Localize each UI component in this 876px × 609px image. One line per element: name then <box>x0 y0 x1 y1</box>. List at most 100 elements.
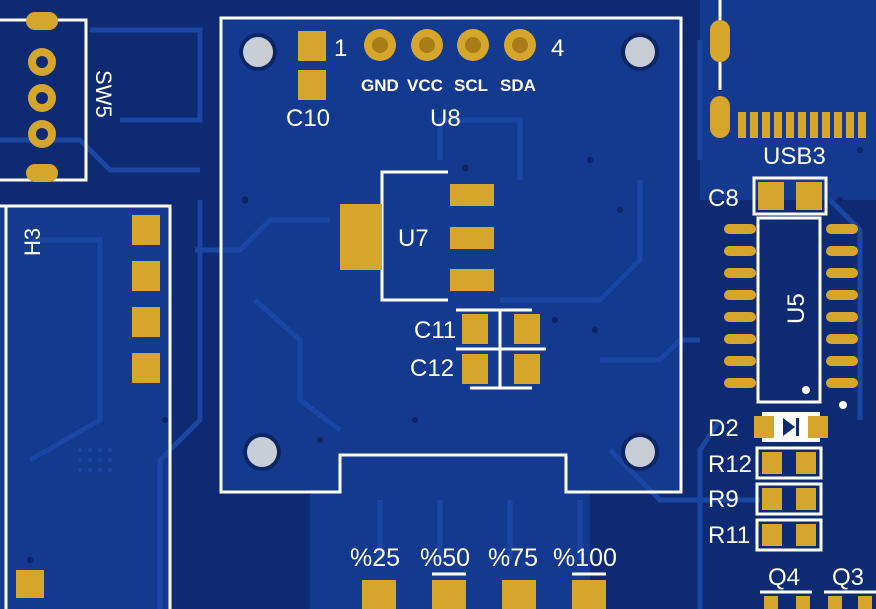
mounting-hole <box>625 37 655 67</box>
u5-pin <box>724 334 756 344</box>
q3-label: Q3 <box>832 564 864 591</box>
gnd-label: GND <box>361 76 399 95</box>
r9-pad <box>796 488 816 510</box>
u7-label: U7 <box>398 225 429 252</box>
usb3-pin <box>786 112 794 138</box>
c8-pad <box>796 182 822 210</box>
r11-outline <box>755 518 823 552</box>
resistor-array: R12 R9 R11 <box>708 446 823 552</box>
u5-pin <box>724 356 756 366</box>
vias <box>27 147 863 563</box>
r9-pad <box>762 488 782 510</box>
usb3-pin <box>822 112 830 138</box>
u5-pin <box>724 268 756 278</box>
via <box>162 417 168 423</box>
via <box>88 468 92 472</box>
sw5-pad-hole <box>36 92 48 104</box>
via <box>461 164 469 172</box>
u5-label: U5 <box>783 293 810 324</box>
r11-label: R11 <box>708 522 750 549</box>
usb3-pin <box>774 112 782 138</box>
d2-pad <box>754 416 774 438</box>
usb3-pin <box>750 112 758 138</box>
trace <box>90 27 203 123</box>
h3-pad <box>132 261 160 291</box>
via <box>241 196 249 204</box>
h3-pad <box>16 570 44 598</box>
r11-pad <box>762 524 782 546</box>
via <box>78 448 82 452</box>
pin-hole <box>372 37 388 53</box>
usb3-pin <box>798 112 806 138</box>
pin4-label: 4 <box>551 35 564 62</box>
usb3-pin <box>834 112 842 138</box>
c12-pad <box>462 354 488 384</box>
sw5-pad <box>26 12 58 30</box>
c12-label: C12 <box>410 355 454 382</box>
vcc-label: VCC <box>407 76 443 95</box>
u5-pin <box>826 312 858 322</box>
u7-pin-pad <box>450 227 494 249</box>
pin-hole <box>512 37 528 53</box>
led-pad <box>572 580 606 609</box>
u5-right-pins <box>826 224 858 388</box>
via <box>108 468 112 472</box>
q4-label: Q4 <box>768 564 800 591</box>
diode-symbol-icon <box>783 418 795 436</box>
via <box>617 207 623 213</box>
via <box>592 327 598 333</box>
u5-pin <box>826 356 858 366</box>
via <box>317 437 323 443</box>
h3-outline <box>0 204 172 609</box>
c11-pad <box>462 314 488 344</box>
usb3-pin <box>738 112 746 138</box>
u5-pin <box>826 334 858 344</box>
via <box>552 317 558 323</box>
via <box>857 147 863 153</box>
trace <box>437 117 523 180</box>
u5-pin <box>724 224 756 234</box>
pin1-label: 1 <box>334 35 347 62</box>
usb3-shield-pad <box>710 96 730 138</box>
r11-pad <box>796 524 816 546</box>
h3-pad <box>132 307 160 337</box>
led-pad <box>502 580 536 609</box>
sw5-pad <box>26 164 58 182</box>
d2-label: D2 <box>708 415 739 442</box>
c8-pad <box>758 182 784 210</box>
usb3-pins <box>738 112 866 138</box>
via <box>88 448 92 452</box>
q4-pad <box>796 596 810 609</box>
q4-pad <box>764 596 778 609</box>
c8-outline <box>752 176 828 216</box>
p100-label: %100 <box>553 544 617 572</box>
u5-pin <box>826 224 858 234</box>
d2-diode: D2 <box>708 412 828 442</box>
u5-pin <box>724 290 756 300</box>
c8-label: C8 <box>708 185 739 212</box>
usb3-pin <box>810 112 818 138</box>
via <box>412 417 418 423</box>
c10-pad <box>298 70 326 100</box>
trace <box>157 200 203 609</box>
usb3-pin <box>858 112 866 138</box>
via <box>88 458 92 462</box>
h3-pad <box>132 215 160 245</box>
u8-oled-module: 1 4 GND VCC SCL SDA U8 C10 U7 C11 C12 <box>219 16 683 494</box>
c11-c12-block <box>456 308 546 390</box>
h3-label: H3 <box>20 228 45 256</box>
traces <box>0 27 863 609</box>
pin-hole <box>465 37 481 53</box>
diode-bar <box>796 418 799 436</box>
scl-label: SCL <box>454 76 488 95</box>
transistors: Q4 Q3 <box>760 564 876 609</box>
d2-pad <box>808 416 828 438</box>
sw5-pad-hole <box>36 56 48 68</box>
trace <box>253 298 342 432</box>
mounting-hole <box>243 37 273 67</box>
r9-outline <box>755 482 823 516</box>
c10-pad <box>298 31 326 61</box>
u5-outline <box>756 216 822 404</box>
